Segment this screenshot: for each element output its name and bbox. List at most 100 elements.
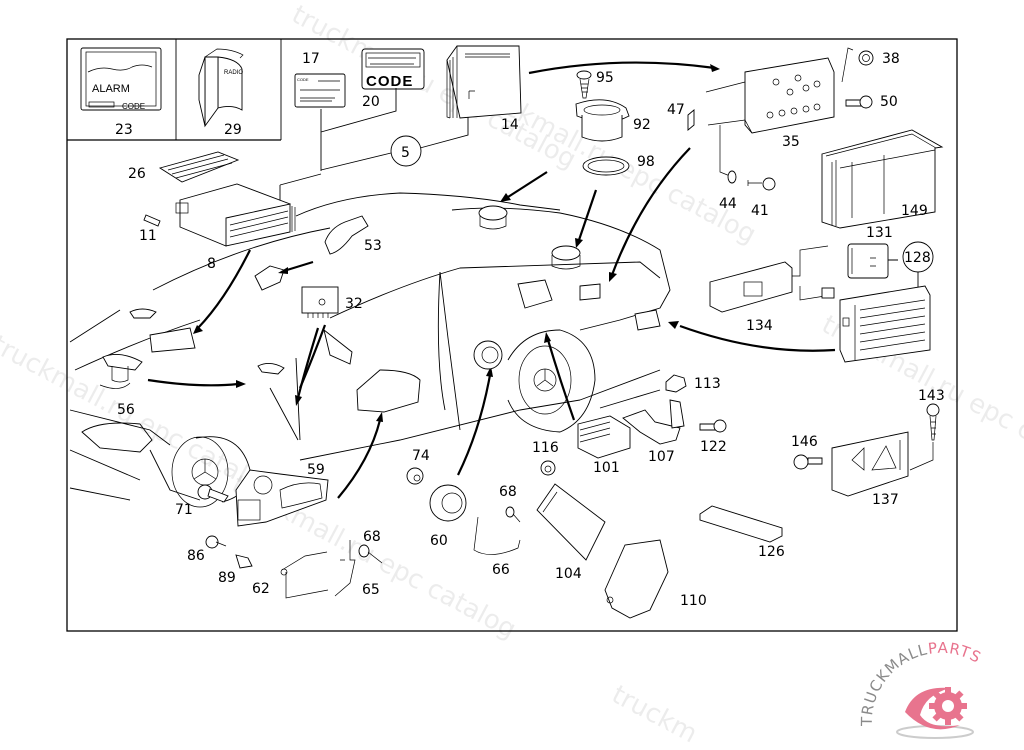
truckmall-parts-logo[interactable]: TRUCKMALLPARTS — [858, 639, 985, 739]
part-44-washer[interactable] — [727, 170, 737, 184]
callout-86: 86 — [187, 548, 205, 564]
diagram-frame — [66, 38, 958, 632]
logo-arc-text: TRUCKMALLPARTS — [858, 639, 985, 727]
part-65-cable[interactable] — [334, 540, 356, 597]
callout-92: 92 — [633, 117, 651, 133]
code-card-text: CODE — [297, 77, 309, 82]
callout-66: 66 — [492, 562, 510, 578]
callout-50: 50 — [880, 94, 898, 110]
part-107-bracket[interactable] — [622, 399, 685, 445]
part-53-antenna-module[interactable] — [254, 215, 369, 291]
part-68-grommet-right[interactable] — [505, 506, 521, 523]
part-134-receiver-module[interactable] — [709, 245, 835, 313]
logo-swoosh-pink — [905, 687, 960, 730]
part-23-alarm-code-label[interactable]: ALARM CODE — [80, 47, 162, 111]
callout-20: 20 — [362, 94, 380, 110]
part-116-nut[interactable] — [540, 460, 556, 476]
part-137-bracket[interactable] — [831, 431, 934, 497]
part-95-screw[interactable] — [576, 70, 592, 99]
part-110-bracket[interactable] — [604, 539, 669, 619]
part-71-bolt[interactable] — [197, 484, 229, 503]
callout-98: 98 — [637, 154, 655, 170]
callout-122: 122 — [700, 439, 727, 455]
gear-icon — [929, 687, 967, 725]
callout-14: 14 — [501, 117, 519, 133]
part-47-clip[interactable] — [687, 109, 695, 131]
callout-134: 134 — [746, 318, 773, 334]
part-14-cd-changer[interactable] — [446, 45, 522, 119]
part-149-mounting-frame[interactable] — [821, 129, 944, 229]
assembly-arrows — [147, 147, 691, 499]
part-29-radio-manual[interactable]: RADIO — [198, 48, 244, 128]
part-74-nut[interactable] — [406, 467, 424, 485]
inset-dividers — [175, 39, 282, 140]
part-62-cable[interactable] — [280, 551, 329, 599]
part-17-code-card[interactable]: CODE — [294, 73, 346, 108]
part-98-gasket[interactable] — [582, 156, 630, 176]
callout-32: 32 — [345, 296, 363, 312]
part-32-control-unit[interactable] — [301, 286, 339, 318]
part-101-amplifier[interactable] — [577, 415, 631, 459]
car-door-module-position — [356, 369, 421, 413]
callout-44: 44 — [719, 196, 737, 212]
callout-26: 26 — [128, 166, 146, 182]
part-143-screw[interactable] — [926, 403, 940, 441]
arrow-14-to-35 — [528, 61, 716, 75]
part-66-cable[interactable] — [473, 516, 521, 555]
part-128-cd-magazine[interactable] — [839, 285, 931, 363]
part-60-door-speaker[interactable] — [429, 484, 467, 522]
callout-126: 126 — [758, 544, 785, 560]
callout-137: 137 — [872, 492, 899, 508]
part-26-remote-control[interactable] — [158, 151, 240, 183]
callout-149: 149 — [901, 203, 928, 219]
alarm-text: ALARM — [92, 83, 130, 95]
part-35-bracket[interactable] — [705, 57, 835, 177]
arrow-128-to-car — [679, 324, 836, 352]
part-20-code-display[interactable]: CODE — [361, 48, 425, 90]
callout-circle-5 — [390, 135, 422, 167]
callout-17: 17 — [302, 51, 320, 67]
car-rear-speaker-left — [478, 205, 508, 230]
leader-lines-5 — [320, 88, 469, 171]
callout-8: 8 — [207, 256, 216, 272]
code-display-text: CODE — [366, 73, 413, 90]
callout-38: 38 — [882, 51, 900, 67]
callout-104: 104 — [555, 566, 582, 582]
part-86-screw[interactable] — [205, 535, 227, 549]
callout-23: 23 — [115, 122, 133, 138]
radio-book-text: RADIO — [224, 70, 243, 76]
callout-89: 89 — [218, 570, 236, 586]
car-door-speaker-position — [473, 340, 503, 370]
part-89-plug[interactable] — [235, 554, 253, 569]
part-131-module[interactable] — [847, 243, 889, 279]
part-11-fuse[interactable] — [143, 214, 161, 227]
part-126-cover-plate[interactable] — [699, 505, 783, 543]
callout-143: 143 — [918, 388, 945, 404]
callout-41: 41 — [751, 203, 769, 219]
part-92-speaker-housing[interactable] — [575, 99, 630, 142]
part-59-door-housing[interactable] — [235, 469, 329, 527]
callout-11: 11 — [139, 228, 157, 244]
callout-74: 74 — [412, 448, 430, 464]
callout-29: 29 — [224, 122, 242, 138]
watermark-6: truckm — [607, 680, 702, 750]
part-68-grommet-left[interactable] — [358, 544, 383, 564]
callout-68-right: 68 — [499, 484, 517, 500]
car-amplifier-position — [517, 279, 553, 309]
logo-text-parts: PARTS — [927, 639, 985, 667]
part-38-nut[interactable] — [841, 47, 874, 83]
callout-65: 65 — [362, 582, 380, 598]
callout-labels: 23 29 17 20 14 95 92 98 47 35 38 50 44 4… — [115, 51, 945, 609]
part-8-radio-unit[interactable] — [175, 183, 296, 247]
logo-text-path: TRUCKMALLPARTS — [858, 639, 985, 727]
part-41-bolt[interactable] — [747, 177, 776, 191]
part-104-navigation-unit[interactable] — [536, 483, 606, 561]
callout-95: 95 — [596, 70, 614, 86]
part-122-bolt[interactable] — [699, 419, 727, 433]
part-50-bolt[interactable] — [845, 95, 873, 109]
car-dash-box-position — [149, 327, 196, 353]
part-113-nut[interactable] — [665, 374, 687, 393]
callout-60: 60 — [430, 533, 448, 549]
part-56-front-speaker[interactable] — [99, 353, 143, 389]
part-146-bolt[interactable] — [793, 454, 823, 470]
